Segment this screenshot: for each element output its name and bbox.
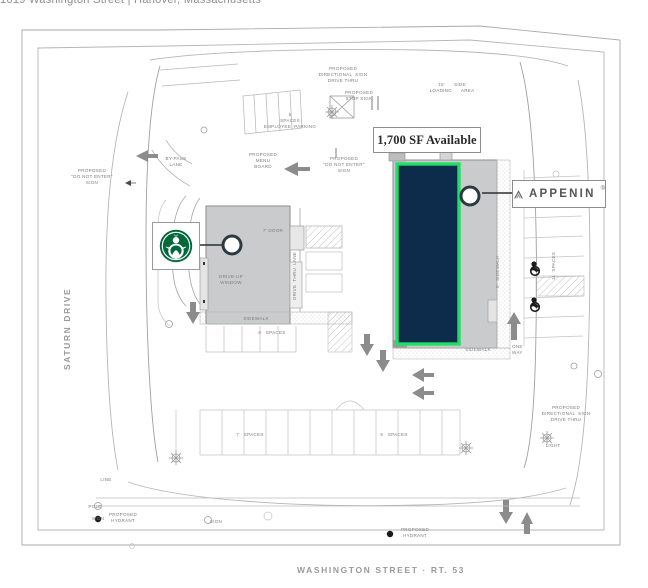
annotation-do-not-enter-mid: PROPOSED "DO NOT ENTER" SIGN (323, 156, 365, 174)
annotation-sidewalk-bottom-right: SIDEWALK (465, 347, 491, 352)
annotation-sign-left: SIGN (91, 516, 105, 521)
available-sf-callout[interactable]: 1,700 SF Available (373, 127, 481, 153)
annotation-door-note: 7' DOOR (262, 228, 284, 233)
appenin-tenant-callout[interactable]: APPENIN ® (512, 180, 606, 208)
callout-target-rings (221, 185, 481, 256)
sign-arrow-markers (125, 180, 131, 186)
appenin-label: APPENIN (529, 188, 596, 200)
site-curb-lines (37, 39, 605, 531)
annotation-spaces-6: 6 SPACES (258, 330, 286, 335)
annotation-dir-sign-drive-thru-top: PROPOSED DIRECTIONAL SIGN DRIVE THRU (318, 66, 368, 84)
one-way-arrow-icon (507, 312, 521, 340)
annotation-stop-sign-top: PROPOSED STOP SIGN (344, 90, 374, 102)
accessible-stall-hatch (535, 275, 585, 297)
annotation-spaces-7: 7 SPACES (236, 432, 264, 437)
annotation-sidewalk-right: 5' SIDEWALK (495, 255, 500, 288)
starbucks-siren-icon (159, 229, 193, 263)
hydrant-symbols (94, 515, 394, 538)
annotation-dir-sign-drive-thru-bot: PROPOSED DIRECTIONAL SIGN DRIVE THRU (541, 405, 591, 423)
accessible-parking-symbol-2 (529, 297, 541, 313)
annotation-sidewalk-front: SIDEWALK (243, 316, 269, 321)
annotation-menu-board: PROPOSED MENU BOARD (248, 152, 278, 170)
available-sf-label: 1,700 SF Available (377, 132, 477, 147)
starbucks-building (199, 205, 305, 325)
patio-hatch (305, 225, 343, 293)
annotation-spaces-11: 11 SPACES (551, 251, 556, 280)
street-label-washington: WASHINGTON STREET · RT. 53 (297, 565, 466, 575)
mountain-icon (514, 189, 523, 198)
annotation-by-pass-lane: BY-PASS LANE (165, 156, 187, 168)
bottom-sidewalk (96, 497, 580, 507)
sidewalk-right-band (392, 159, 511, 360)
dumpster-enclosure (329, 95, 355, 119)
annotation-drive-up-window: DRIVE-UP WINDOW (219, 274, 243, 286)
available-unit-highlight (395, 162, 461, 346)
callout-leaders (198, 192, 512, 246)
annotation-proposed-hydrant-left: PROPOSED HYDRANT (108, 512, 138, 524)
annotation-drive-thru-lane: DRIVE THRU LANE (292, 251, 297, 300)
employee-parking-stalls (242, 89, 303, 135)
annotation-pole-left: POLE (88, 504, 102, 509)
drive-aisle-upper (151, 63, 241, 187)
street-label-saturn: SATURN DRIVE (62, 287, 72, 370)
landscape-symbols (129, 170, 560, 549)
property-boundary (21, 25, 621, 546)
annotation-one-way: ONE WAY (512, 344, 523, 356)
annotation-spaces-5: 5 SPACES (380, 432, 408, 437)
annotation-side-loading-area: 15' SIDE LOADING AREA (429, 82, 475, 94)
starbucks-tenant-callout[interactable] (152, 222, 200, 270)
annotation-light-bottom-right: LIGHT (545, 443, 561, 448)
address-header: 1619 Washington Street | Hanover, Massac… (0, 0, 262, 6)
stalls-bottom-rows (199, 400, 461, 456)
light-pole-symbols (94, 105, 602, 524)
annotation-sign-bottom: SIGN (209, 519, 223, 524)
flow-arrows (136, 150, 533, 534)
crosswalk-hatch (327, 311, 353, 353)
annotation-employee-parking: 5 SPACES EMPLOYEE PARKING (263, 112, 317, 130)
annotation-do-not-enter-left: PROPOSED "DO NOT ENTER" SIGN (71, 168, 113, 186)
registered-mark-icon: ® (600, 186, 605, 192)
stalls-6-spaces (205, 326, 297, 353)
annotation-proposed-hydrant-bottom: PROPOSED HYDRANT (400, 527, 430, 539)
accessible-parking-symbol (529, 261, 541, 277)
annotation-line-left: LINE (100, 477, 112, 482)
